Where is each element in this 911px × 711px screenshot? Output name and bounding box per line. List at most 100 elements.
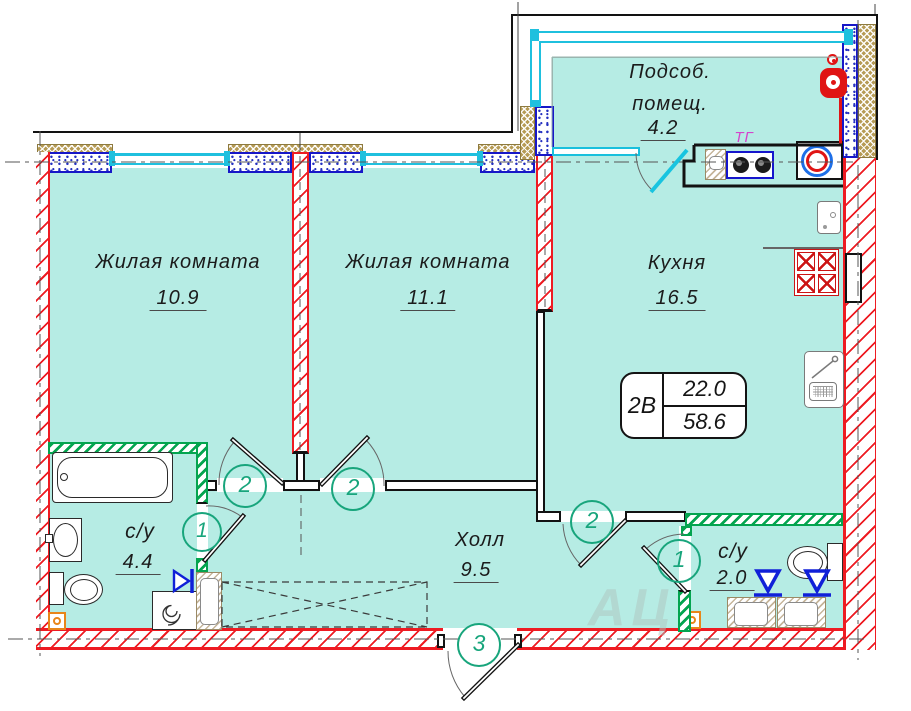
toilet2-tank bbox=[827, 543, 843, 581]
door-tag-entrance: 3 bbox=[457, 623, 501, 667]
wall-left bbox=[36, 152, 50, 650]
room-area-bath: 4.4 bbox=[115, 551, 161, 575]
room-name-kitchen: Кухня bbox=[647, 252, 707, 274]
room-name-utility-1: Подсоб. bbox=[629, 61, 711, 83]
outer-boundary-step bbox=[511, 14, 513, 133]
heater bbox=[727, 597, 776, 628]
loggia-glazing bbox=[533, 31, 853, 43]
utility-wall-insulation bbox=[858, 24, 876, 158]
door-tag-kitchen: 2 bbox=[570, 500, 614, 544]
room-area-kitchen: 16.5 bbox=[648, 287, 706, 311]
towel-radiator bbox=[196, 572, 222, 630]
bathtub-drain bbox=[60, 473, 68, 481]
kitchen-appliance bbox=[817, 201, 841, 234]
total-area-value: 58.6 bbox=[683, 408, 726, 434]
entry-door-jamb bbox=[437, 634, 445, 648]
appliance-knob bbox=[830, 212, 836, 218]
window-cap bbox=[477, 151, 483, 166]
door-tag-room1: 2 bbox=[223, 464, 267, 508]
utility-pier-insulation bbox=[520, 106, 535, 160]
outer-boundary-top-right bbox=[511, 14, 878, 16]
room-name-utility-2: помещ. bbox=[632, 93, 708, 115]
outer-boundary-top-left bbox=[33, 131, 513, 133]
window-room1 bbox=[112, 153, 228, 165]
bathtub bbox=[52, 452, 173, 503]
utility-partition bbox=[552, 147, 640, 156]
room-name-living1: Жилая комната bbox=[95, 251, 261, 273]
gas-pipe bbox=[839, 98, 842, 144]
wall-kitchen-door-bar bbox=[625, 511, 686, 522]
wall-right bbox=[843, 156, 876, 650]
door-tag-room2: 2 bbox=[331, 467, 375, 511]
washbasin-tap bbox=[45, 534, 53, 543]
room-area-living1: 10.9 bbox=[149, 287, 207, 311]
radiator-core bbox=[200, 578, 219, 625]
wall-kitchen-foot bbox=[536, 511, 561, 522]
counter-line bbox=[763, 247, 843, 249]
stove-burner bbox=[818, 274, 836, 293]
vent-shaft bbox=[845, 253, 862, 303]
apartment-stamp: 2В 22.0 58.6 bbox=[620, 372, 747, 439]
wall-pier bbox=[309, 152, 363, 173]
room-name-bath2: с/у bbox=[718, 540, 748, 563]
wall-t-stem bbox=[296, 452, 305, 482]
wall-bath-side bbox=[196, 442, 208, 504]
gas-meter-dial-dot bbox=[831, 80, 836, 85]
stove-burner bbox=[797, 274, 815, 293]
wall-partition-rooms bbox=[292, 152, 309, 454]
fan-box bbox=[152, 591, 197, 630]
door-tag-bath: 1 bbox=[182, 512, 222, 552]
outer-boundary-right bbox=[876, 14, 878, 160]
toilet-bowl-inner bbox=[70, 579, 98, 601]
window-cap bbox=[109, 151, 115, 166]
utility-unit-core bbox=[709, 156, 724, 170]
heater-core bbox=[784, 602, 818, 626]
toilet-tank bbox=[49, 572, 64, 605]
window-room2 bbox=[363, 153, 480, 165]
room-area-living2: 11.1 bbox=[400, 287, 456, 311]
bathtub-inner bbox=[57, 457, 168, 498]
wall-hall-room2 bbox=[385, 480, 538, 491]
stove-burner bbox=[818, 252, 836, 271]
hob-burner-dot bbox=[736, 160, 742, 166]
watermark: АЦ bbox=[588, 579, 676, 637]
heater bbox=[777, 597, 826, 628]
room-name-bath: с/у bbox=[125, 520, 155, 543]
window-cap bbox=[530, 100, 541, 107]
window-cap bbox=[844, 29, 853, 45]
entry-door-jamb bbox=[514, 634, 522, 648]
wall-room2-kitchen bbox=[536, 311, 545, 517]
room-area-hall: 9.5 bbox=[453, 559, 499, 583]
window-cap bbox=[224, 151, 230, 166]
window-cap bbox=[360, 151, 366, 166]
utility-pier bbox=[535, 106, 554, 156]
apartment-type: 2В bbox=[622, 374, 664, 437]
room-area-bath2: 2.0 bbox=[709, 567, 755, 591]
window-cap bbox=[530, 29, 539, 45]
hob-burner-dot bbox=[758, 160, 764, 166]
utility-unit bbox=[705, 149, 726, 180]
toilet2-bowl-inner bbox=[793, 551, 823, 574]
heater-core bbox=[734, 602, 768, 626]
room-name-living2: Жилая комната bbox=[345, 251, 511, 273]
room-area-utility: 4.2 bbox=[640, 117, 686, 141]
floor-drain-hole bbox=[53, 617, 61, 625]
wall-room2-kitchen-top bbox=[536, 152, 553, 312]
gas-label: ТГ bbox=[734, 129, 754, 146]
wall-pier bbox=[47, 152, 112, 173]
gas-meter-top-dot bbox=[832, 59, 836, 63]
door-tag-bath2: 1 bbox=[657, 539, 701, 583]
boiler-ring-inner bbox=[806, 150, 828, 172]
wall-bath2-hinge bbox=[681, 526, 692, 536]
wall-bottom-left bbox=[36, 628, 443, 650]
living-area-value: 22.0 bbox=[664, 374, 745, 407]
appliance-dot bbox=[823, 225, 827, 229]
room-name-hall: Холл bbox=[454, 529, 506, 551]
sink-drainer bbox=[809, 382, 837, 401]
wall-pier bbox=[228, 152, 292, 173]
wall-bath-door-stub bbox=[196, 558, 208, 572]
loggia-glazing-side bbox=[530, 41, 541, 103]
wall-bath2-top bbox=[685, 513, 843, 526]
washbasin-bowl bbox=[53, 523, 78, 557]
